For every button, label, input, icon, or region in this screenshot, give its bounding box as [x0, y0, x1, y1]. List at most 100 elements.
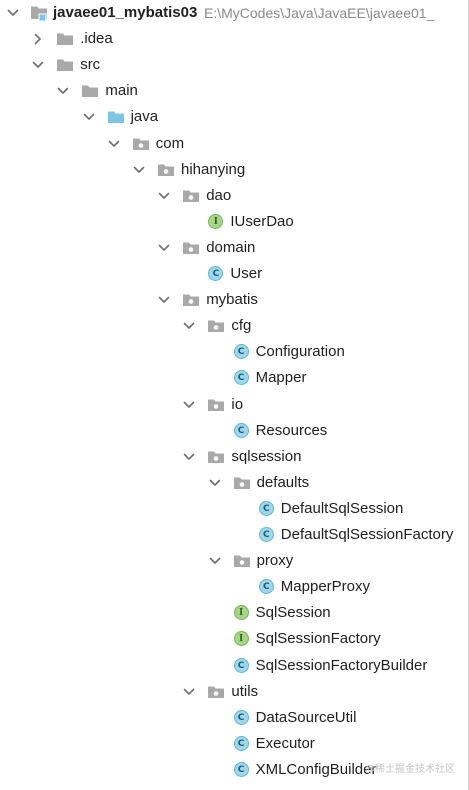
tree-node-hihanying[interactable]: hihanying	[0, 157, 468, 183]
project-path: E:\MyCodes\Java\JavaEE\javaee01_	[204, 5, 435, 21]
class-icon: C	[258, 527, 274, 542]
chevron-down-icon[interactable]	[157, 241, 171, 255]
package-icon	[182, 241, 200, 255]
chevron-down-icon[interactable]	[157, 189, 171, 203]
tree-node-domain[interactable]: domain	[0, 235, 468, 261]
class-icon: C	[233, 422, 249, 438]
project-name: javaee01_mybatis03	[53, 4, 198, 21]
tree-node-main[interactable]: main	[0, 78, 468, 104]
tree-node-iuserdao[interactable]: I IUserDao	[0, 209, 468, 235]
package-icon	[132, 137, 150, 151]
package-icon	[207, 319, 225, 333]
tree-node-label: defaults	[256, 473, 310, 491]
tree-node-label: MapperProxy	[280, 578, 370, 596]
tree-node-mybatis[interactable]: mybatis	[0, 287, 468, 313]
watermark: @稀土掘金技术社区	[365, 764, 455, 775]
tree-node-com[interactable]: com	[0, 131, 468, 157]
tree-node-sqlsessionfactorybuilder[interactable]: C SqlSessionFactoryBuilder	[0, 653, 468, 679]
tree-node-label: cfg	[231, 317, 252, 335]
folder-icon	[56, 32, 74, 46]
chevron-down-icon[interactable]	[157, 293, 171, 307]
tree-node-label: dao	[206, 186, 232, 204]
tree-node-label: java	[130, 108, 159, 126]
interface-icon: I	[233, 605, 249, 621]
tree-node-java[interactable]: java	[0, 104, 468, 130]
tree-node-label: Resources	[255, 421, 328, 439]
package-icon	[233, 554, 251, 568]
tree-node-src[interactable]: src	[0, 52, 468, 78]
tree-node-idea[interactable]: .idea	[0, 26, 468, 52]
package-icon	[233, 476, 251, 490]
tree-node-io[interactable]: io	[0, 392, 468, 418]
tree-node-label: mybatis	[206, 291, 258, 309]
class-icon: C	[233, 709, 249, 725]
tree-node-user[interactable]: C User	[0, 261, 468, 287]
tree-node-label: Configuration	[255, 343, 345, 361]
tree-node-defaults[interactable]: defaults	[0, 470, 468, 496]
tree-node-label: DefaultSqlSessionFactory	[280, 526, 454, 543]
tree-node-label: domain	[206, 238, 256, 256]
tree-node-label: utils	[231, 682, 259, 700]
package-icon	[207, 450, 225, 464]
class-icon: C	[233, 657, 249, 673]
package-icon	[207, 398, 225, 412]
tree-node-label: SqlSessionFactoryBuilder	[255, 656, 428, 674]
chevron-down-icon[interactable]	[56, 84, 70, 98]
chevron-down-icon[interactable]	[208, 554, 222, 568]
tree-node-sqlsession[interactable]: sqlsession	[0, 444, 468, 470]
class-icon: C	[233, 761, 249, 777]
tree-node-configuration[interactable]: C Configuration	[0, 339, 468, 365]
tree-node-label: com	[155, 134, 185, 152]
chevron-down-icon[interactable]	[182, 398, 196, 412]
tree-node-proxy[interactable]: proxy	[0, 548, 468, 574]
tree-node-label: IUserDao	[230, 212, 294, 230]
interface-icon: I	[208, 213, 224, 229]
package-icon	[157, 163, 175, 177]
chevron-down-icon[interactable]	[31, 58, 45, 72]
tree-node-mapper[interactable]: C Mapper	[0, 365, 468, 391]
tree-node-resources[interactable]: C Resources	[0, 418, 468, 444]
tree-node-label: src	[80, 56, 101, 74]
class-icon: C	[233, 370, 249, 386]
folder-icon	[56, 58, 74, 72]
source-folder-icon	[107, 110, 125, 124]
tree-node-label: proxy	[256, 552, 294, 570]
chevron-right-icon[interactable]	[31, 32, 45, 46]
class-icon: C	[233, 344, 249, 360]
tree-node-label: main	[105, 82, 138, 100]
package-icon	[207, 685, 225, 699]
chevron-down-icon[interactable]	[6, 6, 20, 20]
chevron-down-icon[interactable]	[132, 163, 146, 177]
module-folder-icon	[30, 4, 48, 22]
chevron-down-icon[interactable]	[182, 319, 196, 333]
tree-node-utils[interactable]: utils	[0, 679, 468, 705]
tree-node-cfg[interactable]: cfg	[0, 313, 468, 339]
chevron-down-icon[interactable]	[182, 450, 196, 464]
tree-node-dao[interactable]: dao	[0, 183, 468, 209]
tree-node-root[interactable]: javaee01_mybatis03 E:\MyCodes\Java\JavaEE…	[0, 0, 468, 26]
tree-node-defaultsqlsessionfactory[interactable]: C DefaultSqlSessionFactory	[0, 522, 468, 548]
package-icon	[182, 189, 200, 203]
tree-node-label: User	[230, 265, 263, 282]
tree-node-label: sqlsession	[231, 447, 302, 465]
chevron-down-icon[interactable]	[107, 137, 121, 151]
class-icon: C	[208, 266, 224, 281]
chevron-down-icon[interactable]	[82, 110, 96, 124]
interface-icon: I	[233, 631, 249, 647]
tree-node-label: DefaultSqlSession	[280, 499, 404, 517]
tree-node-label: io	[231, 395, 244, 413]
chevron-down-icon[interactable]	[208, 476, 222, 490]
tree-node-label: hihanying	[181, 160, 246, 178]
tree-node-label: Executor	[255, 734, 315, 752]
tree-node-label: .idea	[80, 30, 113, 48]
tree-node-label: Mapper	[255, 369, 307, 387]
chevron-down-icon[interactable]	[182, 685, 196, 699]
